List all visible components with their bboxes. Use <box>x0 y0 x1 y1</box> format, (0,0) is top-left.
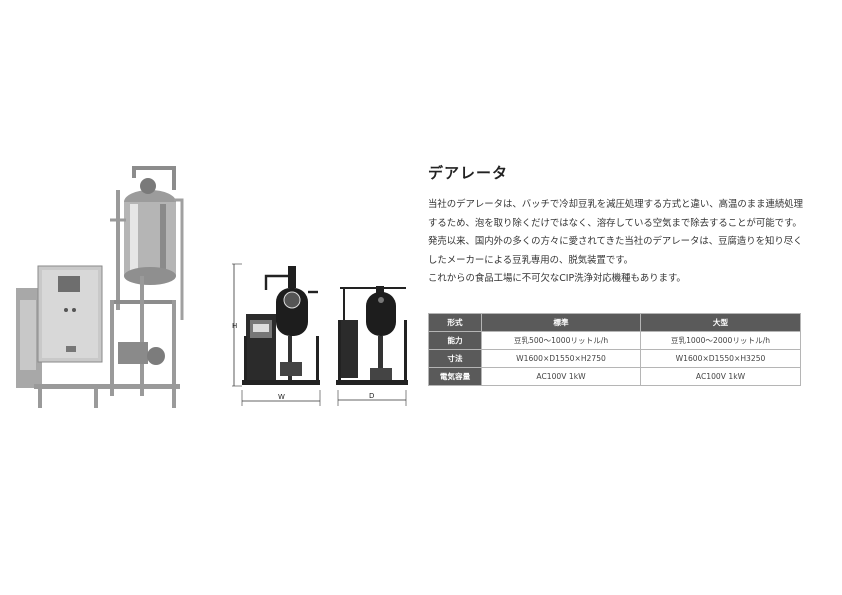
height-label: H <box>232 322 237 330</box>
width-label: W <box>278 393 285 401</box>
side-view-drawing: D <box>336 286 408 406</box>
product-title: デアレータ <box>428 164 509 182</box>
spec-row-dimensions: 寸法 W1600×D1550×H2750 W1600×D1550×H3250 <box>428 349 801 368</box>
front-view-drawing: H W <box>232 263 321 406</box>
row-label: 電気容量 <box>428 367 482 386</box>
cell-large: AC100V 1kW <box>640 367 801 386</box>
cell-standard: 豆乳500～1000リットル/h <box>481 331 641 350</box>
header-standard: 標準 <box>481 313 641 332</box>
row-label: 寸法 <box>428 349 482 368</box>
product-description: 当社のデアレータは、バッチで冷却豆乳を減圧処理する方式と違い、高温のまま連続処理… <box>428 196 808 289</box>
spec-row-capacity: 能力 豆乳500～1000リットル/h 豆乳1000～2000リットル/h <box>428 331 801 350</box>
row-label: 能力 <box>428 331 482 350</box>
description-line: するため、泡を取り除くだけではなく、溶存している空気まで除去することが可能です。 <box>428 217 802 229</box>
product-photo <box>14 160 186 418</box>
spec-row-power: 電気容量 AC100V 1kW AC100V 1kW <box>428 367 801 386</box>
cell-large: W1600×D1550×H3250 <box>640 349 801 368</box>
header-model: 形式 <box>428 313 482 332</box>
description-line: 発売以来、国内外の多くの方々に愛されてきた当社のデアレータは、豆腐造りを知り尽く <box>428 236 803 247</box>
header-large: 大型 <box>640 313 801 332</box>
cell-large: 豆乳1000～2000リットル/h <box>640 331 801 350</box>
description-line: したメーカーによる豆乳専用の、脱気装置です。 <box>428 254 634 266</box>
cell-standard: AC100V 1kW <box>481 367 641 386</box>
spec-header-row: 形式 標準 大型 <box>428 313 801 332</box>
cell-standard: W1600×D1550×H2750 <box>481 349 641 368</box>
description-line: これからの食品工場に不可欠なCIP洗浄対応機種もあります。 <box>428 273 686 284</box>
spec-table: 形式 標準 大型 能力 豆乳500～1000リットル/h 豆乳1000～2000… <box>428 313 801 386</box>
depth-label: D <box>369 392 374 400</box>
description-line: 当社のデアレータは、バッチで冷却豆乳を減圧処理する方式と違い、高温のまま連続処理 <box>428 199 804 210</box>
